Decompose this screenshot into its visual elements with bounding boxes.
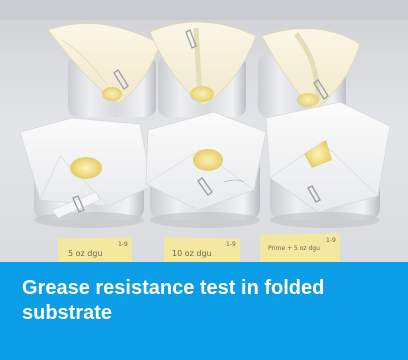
back-row-cones [47, 21, 361, 111]
svg-text:1-9: 1-9 [326, 237, 336, 244]
sticky-note-1: 5 oz dgu [68, 249, 103, 258]
test-photo: 5 oz dgu 1-9 10 oz dgu 1-9 Prime + 5 oz … [0, 0, 408, 262]
front-row-papers [19, 101, 391, 219]
caption-bar: Grease resistance test in folded substra… [0, 262, 408, 360]
sticky-notes: 5 oz dgu 1-9 10 oz dgu 1-9 Prime + 5 oz … [57, 233, 341, 262]
sticky-note-2: 10 oz dgu [172, 249, 212, 258]
caption-title: Grease resistance test in folded substra… [22, 277, 325, 324]
sticky-note-3: Prime + 5 oz dgu [268, 245, 320, 252]
svg-text:1-9: 1-9 [118, 241, 128, 248]
svg-text:1-9: 1-9 [226, 241, 236, 248]
